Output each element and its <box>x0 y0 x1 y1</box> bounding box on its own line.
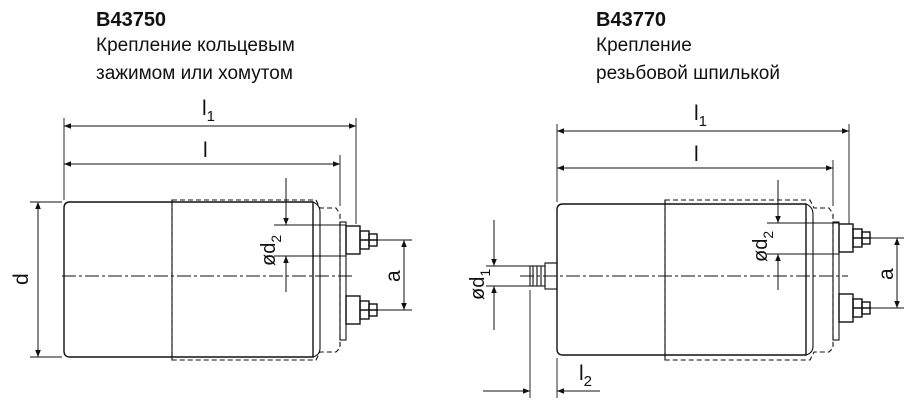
right-drawing <box>486 124 904 398</box>
left-label-d2-sub: 2 <box>268 235 284 243</box>
right-label-d2-sub: 2 <box>760 231 776 239</box>
right-label-l: l <box>694 143 699 166</box>
left-model-code: B43750 <box>96 9 167 31</box>
left-label-l: l <box>203 139 208 162</box>
left-sleeve-outline <box>171 199 341 361</box>
right-sleeve-outline <box>664 199 834 361</box>
right-label-d1-sub: 1 <box>477 269 493 277</box>
right-label-l1: l1 <box>694 102 707 130</box>
right-terminal-lower <box>838 293 871 323</box>
right-label-l2-sub: 2 <box>584 373 592 390</box>
right-can-body <box>556 203 807 356</box>
right-label-d2: ød2 <box>750 231 776 262</box>
right-desc-line1: Крепление <box>596 35 692 56</box>
left-terminal-lower <box>345 295 378 325</box>
right-desc-line2: резьбовой шпилькой <box>596 63 780 84</box>
right-label-l1-sub: 1 <box>699 113 707 130</box>
left-label-d: d <box>10 273 33 285</box>
right-label-d1: ød1 <box>467 269 493 300</box>
left-heading: B43750 Крепление кольцевым зажимом или х… <box>96 8 295 88</box>
left-desc-line1: Крепление кольцевым <box>96 35 295 56</box>
left-dimensions <box>35 123 407 357</box>
left-terminal-upper <box>345 225 378 255</box>
right-label-l2: l2 <box>579 362 592 390</box>
right-dimensions <box>483 128 900 394</box>
left-label-a: a <box>382 270 405 282</box>
right-label-a: a <box>875 268 898 280</box>
left-label-d2: ød2 <box>258 235 284 266</box>
left-dim-labels: l1 l d ød2 a <box>10 97 405 285</box>
right-model-code: B43770 <box>596 9 667 31</box>
left-label-l1-sub: 1 <box>207 108 215 125</box>
right-terminal-upper <box>838 223 871 253</box>
left-drawing <box>30 118 412 361</box>
left-label-l1: l1 <box>202 97 215 125</box>
left-desc-line2: зажимом или хомутом <box>96 63 293 84</box>
right-dim-labels: l1 l ød1 ød2 a l2 <box>467 102 898 390</box>
right-heading: B43770 Крепление резьбовой шпилькой <box>596 8 780 88</box>
left-can-body <box>63 201 314 358</box>
